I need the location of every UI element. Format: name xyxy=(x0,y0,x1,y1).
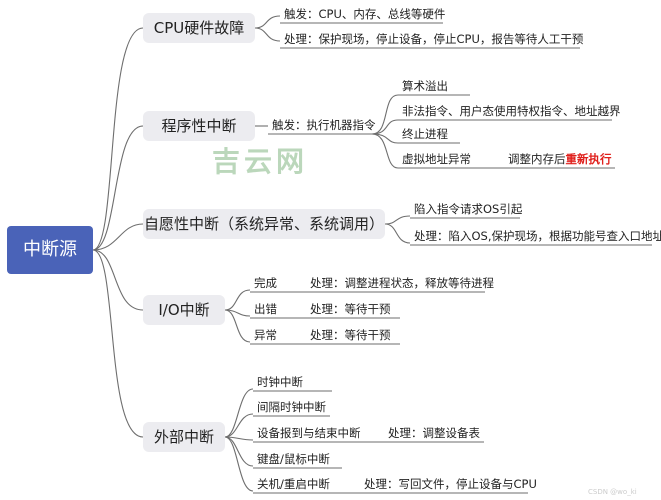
io-exception: 异常 xyxy=(254,328,277,342)
ext-shutdown-action: 处理：写回文件，停止设备与CPU xyxy=(364,477,537,491)
ext-shutdown: 关机/重启中断 xyxy=(257,477,330,491)
cpu-trigger: 触发：CPU、内存、总线等硬件 xyxy=(284,7,446,21)
program-vaddr-note: 调整内存后重新执行 xyxy=(508,152,612,166)
program-item-vaddr: 虚拟地址异常 xyxy=(402,152,471,166)
io-complete: 完成 xyxy=(254,276,277,290)
re-execute-highlight: 重新执行 xyxy=(565,152,612,166)
program-item-overflow: 算术溢出 xyxy=(402,79,448,93)
root-node: 中断源 xyxy=(7,226,93,274)
ext-keyboard-mouse: 键盘/鼠标中断 xyxy=(257,452,330,466)
io-error-action: 处理：等待干预 xyxy=(310,302,391,316)
corner-watermark: CSDN @wo_ki xyxy=(588,488,637,496)
program-item-illegal: 非法指令、用户态使用特权指令、地址越界 xyxy=(402,104,621,118)
node-io-interrupt: I/O中断 xyxy=(143,295,225,325)
io-exception-action: 处理：等待干预 xyxy=(310,328,391,342)
voluntary-trigger: 陷入指令请求OS引起 xyxy=(414,202,523,216)
node-external-interrupt: 外部中断 xyxy=(143,422,225,452)
ext-interval-clock: 间隔时钟中断 xyxy=(257,400,326,414)
node-program-interrupt: 程序性中断 xyxy=(143,111,255,141)
node-voluntary-interrupt: 自愿性中断（系统异常、系统调用） xyxy=(143,209,385,239)
program-trigger: 触发：执行机器指令 xyxy=(272,118,376,132)
node-cpu-fault: CPU硬件故障 xyxy=(143,13,255,43)
ext-device-action: 处理：调整设备表 xyxy=(388,426,480,440)
io-complete-action: 处理：调整进程状态，释放等待进程 xyxy=(310,276,494,290)
ext-device: 设备报到与结束中断 xyxy=(257,426,361,440)
voluntary-handling: 处理：陷入OS,保护现场，根据功能号查入口地址 xyxy=(414,229,661,243)
ext-clock: 时钟中断 xyxy=(257,375,303,389)
program-item-terminate: 终止进程 xyxy=(402,127,448,141)
io-error: 出错 xyxy=(254,302,277,316)
cpu-handling: 处理：保护现场，停止设备，停止CPU，报告等待人工干预 xyxy=(284,32,584,46)
watermark: 吉云网 xyxy=(212,145,309,178)
